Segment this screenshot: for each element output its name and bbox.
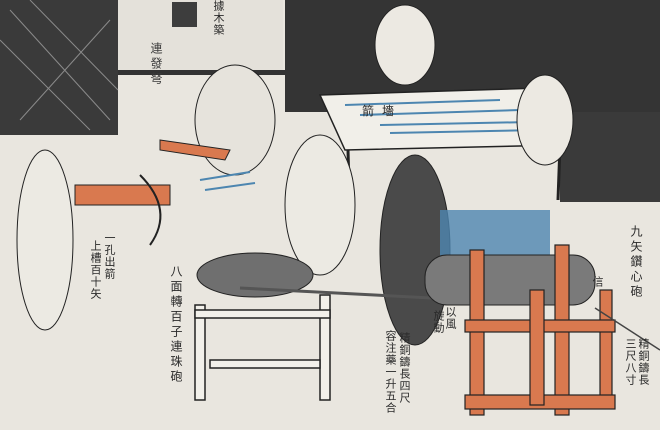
scene-floor <box>560 112 660 202</box>
label-nine-arrow-cannon: 九矢鑽心砲 <box>629 225 643 300</box>
label-wooden-fort: 據木築 <box>212 0 225 36</box>
fuse-line <box>594 307 660 351</box>
label-nine-arrow-note-2: 三尺八寸 <box>624 338 637 386</box>
label-crossbow-note-1: 一孔出箭 <box>103 232 116 280</box>
worker-figure-right <box>516 74 574 166</box>
net-pattern <box>0 0 119 131</box>
crossbow-bolts <box>199 171 256 191</box>
label-repeating-crossbow: 連發弩 <box>149 42 163 87</box>
label-fuse: 信 <box>591 276 604 288</box>
label-nine-arrow-note-1: 精銅鑄長 <box>637 338 650 386</box>
label-wind-note-1: 以風 <box>444 306 457 330</box>
label-arrow-wall: 箭墻 <box>362 104 403 118</box>
thinking-figure <box>284 134 356 276</box>
crossbowman-figure <box>16 149 74 331</box>
battle-scene-top-left <box>0 0 118 135</box>
arrow-bundle <box>440 210 550 258</box>
cannon-wheel-disc <box>196 252 314 298</box>
fort-panel <box>118 0 283 70</box>
label-hundred-ball-cannon: 八面轉百子連珠砲 <box>169 265 183 385</box>
crossbow-bow <box>139 174 162 246</box>
label-cannon-note-2: 容注藥一升五合 <box>384 330 397 414</box>
crossbow-in-progress <box>159 139 231 161</box>
cannon-frame <box>194 294 331 401</box>
label-cannon-note-1: 精銅鑄長四尺 <box>398 332 411 404</box>
wooden-cannon-stand <box>464 244 616 416</box>
crossbow-maker-figure <box>194 64 276 176</box>
label-crossbow-note-2: 上槽百十矢 <box>89 240 102 300</box>
arrows-on-table <box>344 99 541 134</box>
worker-figure-top <box>374 4 436 86</box>
fort-banner <box>172 2 197 27</box>
label-wind-note-2: 旋動 <box>432 310 445 334</box>
repeating-crossbow <box>74 184 171 206</box>
nine-arrow-cannon-barrel <box>424 254 596 306</box>
panel-divider <box>118 70 293 75</box>
